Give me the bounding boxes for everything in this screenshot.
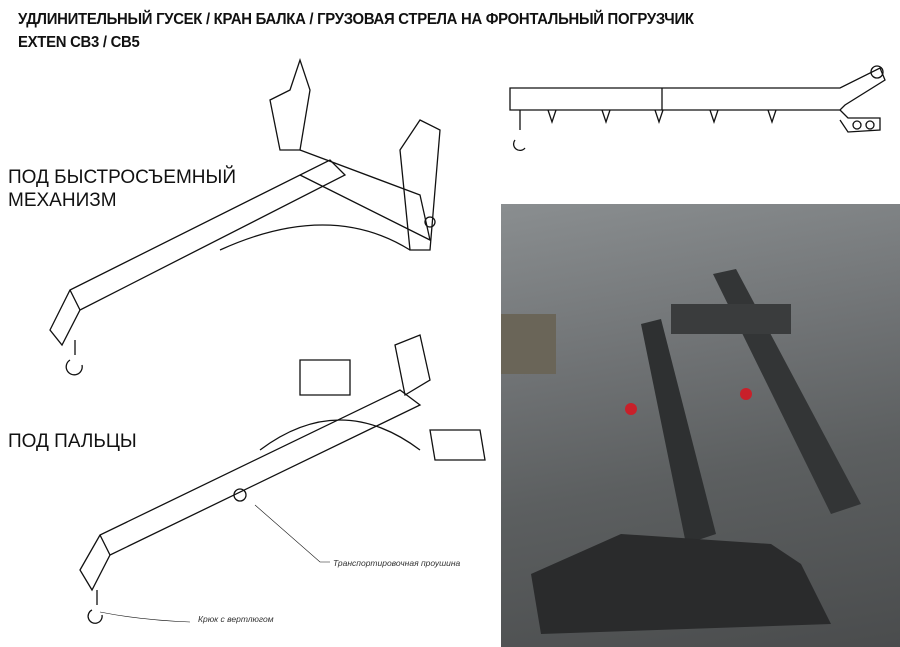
callout-hook: Крюк с вертлюгом <box>198 614 274 624</box>
photo-beams <box>501 269 861 634</box>
drawing-quick-coupler-boom <box>49 57 441 376</box>
label-quick-coupler-line2: МЕХАНИЗМ <box>8 190 117 211</box>
title-line-1: УДЛИНИТЕЛЬНЫЙ ГУСЕК / КРАН БАЛКА / ГРУЗО… <box>18 11 694 28</box>
label-quick-coupler-line1: ПОД БЫСТРОСЪЕМНЫЙ <box>8 167 236 188</box>
label-quick-coupler: ПОД БЫСТРОСЪЕМНЫЙ МЕХАНИЗМ <box>8 166 236 212</box>
title-line-2: EXTEN CB3 / CB5 <box>18 34 140 51</box>
drawing-side-view <box>509 65 886 152</box>
label-pins: ПОД ПАЛЬЦЫ <box>8 431 137 452</box>
drawing-pin-boom <box>79 334 486 624</box>
callout-transport-eye: Транспортировочная проушина <box>333 558 461 568</box>
product-photo <box>501 204 900 647</box>
